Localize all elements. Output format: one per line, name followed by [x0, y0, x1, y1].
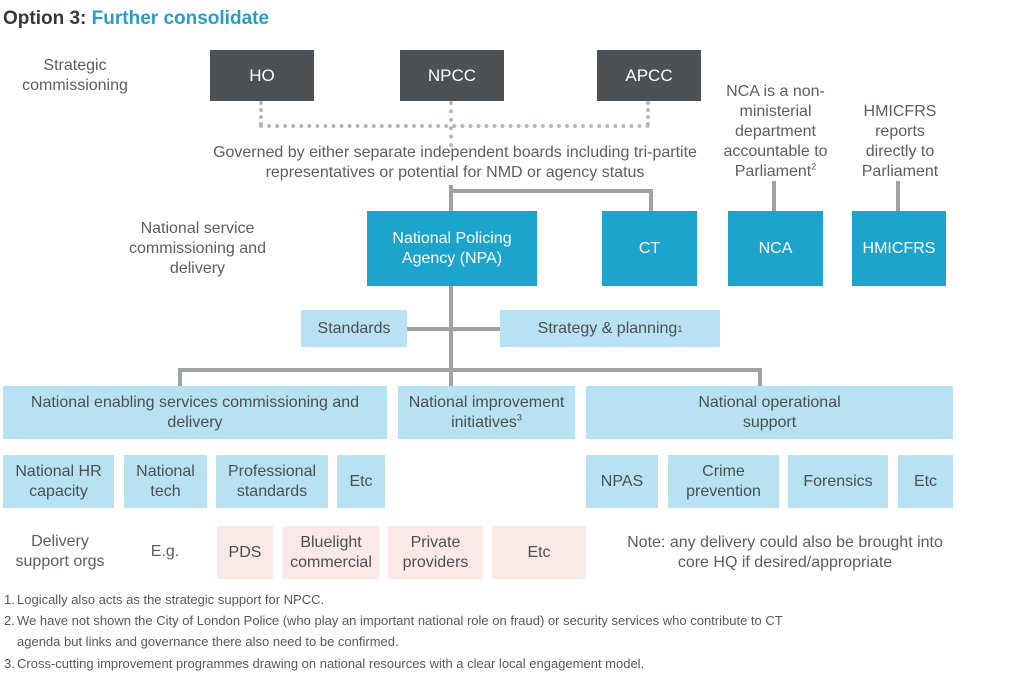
box-ho: HO [210, 50, 314, 101]
box-enabling-etc: Etc [337, 455, 385, 508]
footnote-ref-2: 2 [811, 161, 817, 172]
footnote-1-number: 1. [4, 592, 15, 607]
nca-note-text: NCA is a non-ministerial department acco… [723, 83, 828, 180]
private-providers-label: Private providers [402, 533, 469, 571]
box-forensics: Forensics [788, 455, 888, 508]
professional-standards-label: Professional standards [227, 462, 317, 500]
box-private-providers: Private providers [388, 526, 483, 579]
box-crime-prevention: Crime prevention [668, 455, 779, 508]
box-hr-capacity: National HR capacity [3, 455, 114, 508]
page-title: Option 3: Further consolidate [3, 8, 269, 30]
improvement-label: National improvement initiatives [408, 393, 565, 431]
crime-prevention-label: Crime prevention [686, 462, 761, 500]
box-enabling-services: National enabling services commissioning… [3, 386, 387, 439]
box-delivery-etc: Etc [492, 526, 586, 579]
footnote-3-text: Cross-cutting improvement programmes dra… [17, 656, 645, 671]
dotted-connector-apcc [646, 101, 650, 126]
row-label-national-service: National service commissioning and deliv… [129, 220, 266, 277]
connector-pillars-horizontal [178, 368, 762, 372]
footnote-2-number: 2. [4, 613, 15, 628]
row-label-strategic: Strategic commissioning [22, 57, 128, 94]
connector-ct-vertical [649, 189, 653, 212]
footnote-ref-3: 3 [516, 412, 522, 423]
hmicfrs-note: HMICFRS reports directly to Parliament [861, 103, 939, 180]
connector-nca-note [772, 181, 776, 211]
title-prefix: Option 3: [3, 8, 87, 29]
bluelight-commercial-label: Bluelight commercial [290, 533, 372, 571]
box-professional-standards: Professional standards [216, 455, 328, 508]
connector-functions [405, 327, 501, 331]
footnote-3: 3.Cross-cutting improvement programmes d… [4, 654, 644, 674]
box-ct: CT [602, 211, 697, 286]
strategy-planning-text: Strategy & planning [537, 319, 678, 337]
box-standards: Standards [301, 310, 407, 347]
footnote-2-continued: agenda but links and governance there al… [4, 632, 399, 652]
box-npas: NPAS [586, 455, 658, 508]
governance-text: Governed by either separate independent … [213, 144, 697, 181]
footnote-2-cont-text: agenda but links and governance there al… [17, 634, 399, 649]
box-npcc: NPCC [400, 50, 504, 101]
dotted-connector-horizontal [259, 124, 650, 128]
box-nca: NCA [728, 211, 823, 286]
national-tech-label: National tech [136, 462, 195, 500]
connector-npa-ct-horizontal [449, 189, 653, 193]
footnote-2-text: We have not shown the City of London Pol… [17, 613, 783, 628]
box-operational-etc: Etc [898, 455, 953, 508]
operational-label: National operational support [698, 393, 841, 431]
box-apcc: APCC [597, 50, 701, 101]
box-improvement-initiatives: National improvement initiatives3 [398, 386, 575, 439]
box-bluelight-commercial: Bluelight commercial [283, 526, 379, 579]
row-label-delivery-support: Delivery support orgs [15, 533, 105, 570]
box-npa: National Policing Agency (NPA) [367, 211, 537, 286]
footnote-1: 1.Logically also acts as the strategic s… [4, 590, 324, 610]
nca-note: NCA is a non-ministerial department acco… [713, 82, 838, 182]
box-operational-support: National operational support [586, 386, 953, 439]
improvement-text: National improvement initiatives3 [398, 393, 575, 433]
connector-operational [758, 368, 762, 386]
box-pds: PDS [217, 526, 273, 579]
delivery-note: Note: any delivery could also be brought… [627, 534, 943, 571]
connector-npa-down [449, 286, 453, 386]
box-hmicfrs: HMICFRS [852, 211, 946, 286]
footnote-2: 2.We have not shown the City of London P… [4, 611, 783, 631]
dotted-connector-ho [259, 101, 263, 126]
row-label-eg: E.g. [150, 543, 180, 560]
connector-gov-npa [449, 185, 453, 212]
connector-hmicfrs-note [896, 181, 900, 211]
title-accent: Further consolidate [91, 8, 270, 29]
footnote-1-text: Logically also acts as the strategic sup… [17, 592, 325, 607]
connector-enabling [178, 368, 182, 386]
box-national-tech: National tech [124, 455, 207, 508]
footnote-3-number: 3. [4, 656, 15, 671]
